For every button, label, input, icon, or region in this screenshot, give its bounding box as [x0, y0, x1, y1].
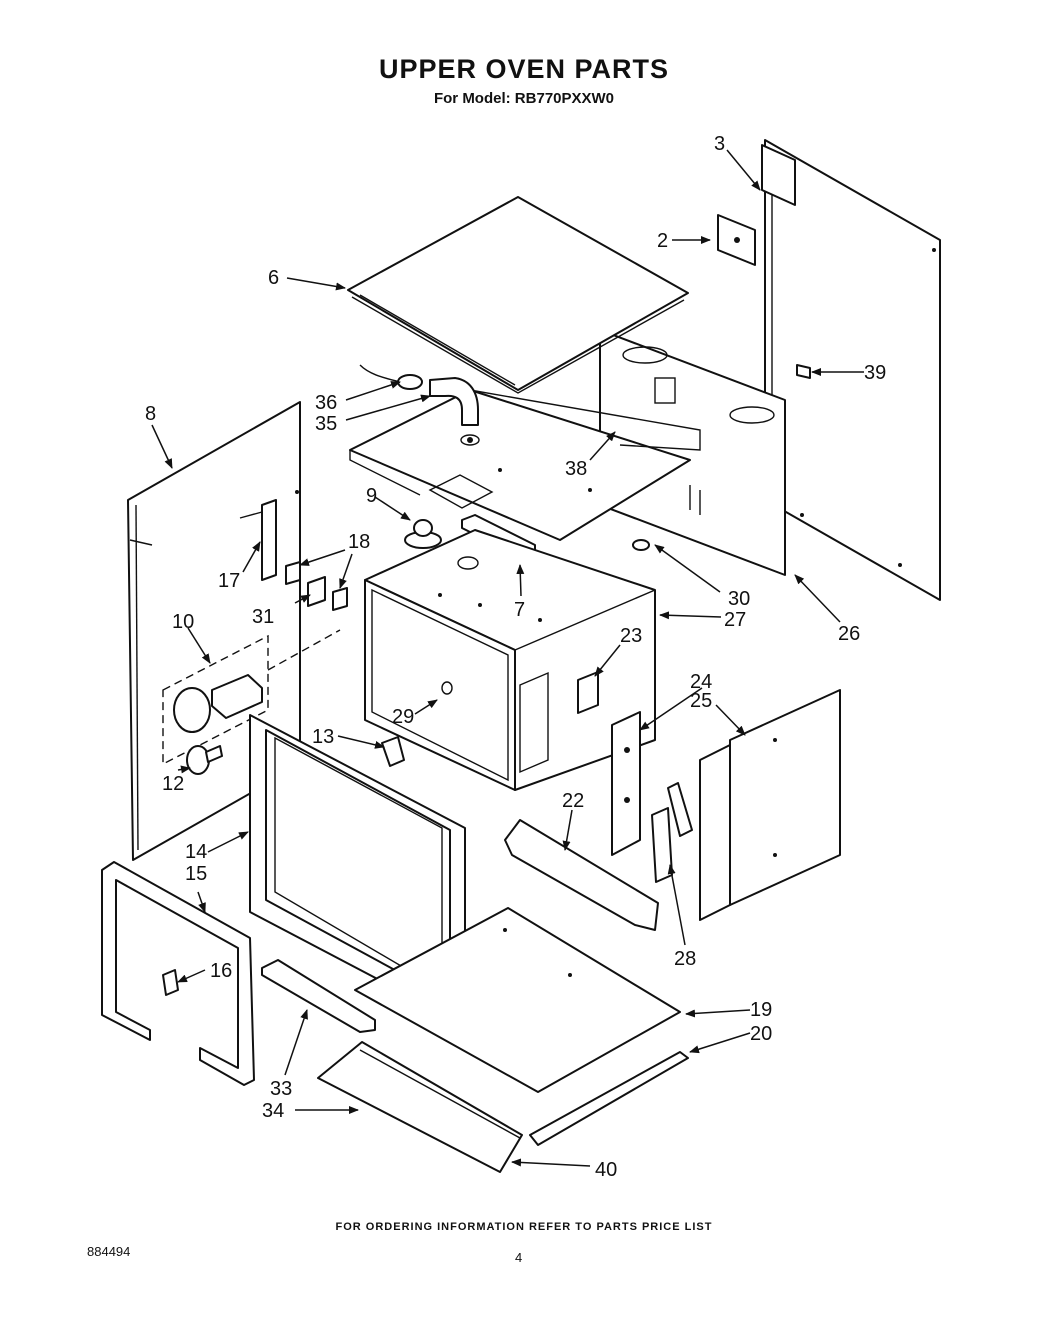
- hinge-28: [651, 782, 693, 883]
- callout-36: 36: [315, 392, 337, 414]
- clips-18: [285, 561, 348, 611]
- switch-31: [307, 576, 326, 607]
- top-panel: [347, 196, 689, 394]
- callout-8: 8: [145, 403, 156, 425]
- callout-29: 29: [392, 706, 414, 728]
- page-title: UPPER OVEN PARTS: [378, 54, 670, 84]
- callout-27: 27: [724, 609, 746, 631]
- callout-33: 33: [270, 1078, 292, 1100]
- bracket-2: [717, 214, 756, 266]
- callout-23: 23: [620, 625, 642, 647]
- bracket-3: [761, 144, 796, 206]
- callout-10: 10: [172, 611, 194, 633]
- callout-20: 20: [750, 1023, 772, 1045]
- callout-40: 40: [595, 1159, 617, 1181]
- bottom-panel: [354, 907, 681, 1093]
- callout-22: 22: [562, 790, 584, 812]
- model-subtitle: For Model: RB770PXXW0: [433, 90, 615, 107]
- bracket-17: [239, 499, 277, 581]
- plate-23: [577, 671, 599, 714]
- bracket-33: [261, 959, 376, 1033]
- page-number: 4: [515, 1250, 523, 1265]
- callout-labels: 3 2 6 39 36 35 38 8 9 18 17 7 30 27 26 3…: [145, 133, 886, 1181]
- callout-25: 25: [690, 690, 712, 712]
- bottom-trim-20: [529, 1051, 689, 1146]
- elbow-35-36: [359, 364, 480, 446]
- callout-7: 7: [514, 599, 525, 621]
- callout-31: 31: [252, 606, 274, 628]
- callout-3: 3: [714, 133, 725, 155]
- callout-19: 19: [750, 999, 772, 1021]
- oven-cavity: [364, 529, 656, 791]
- callout-16: 16: [210, 960, 232, 982]
- light-housing-10: [162, 629, 341, 766]
- callout-17: 17: [218, 570, 240, 592]
- side-cover-25: [699, 689, 841, 921]
- callout-15: 15: [185, 863, 207, 885]
- hinge-bracket-24: [611, 711, 641, 856]
- callout-28: 28: [674, 948, 696, 970]
- document-number: 884494: [87, 1244, 131, 1259]
- vent-9: [404, 519, 442, 549]
- callout-34: 34: [262, 1100, 284, 1122]
- callout-12: 12: [162, 773, 184, 795]
- callout-14: 14: [185, 841, 207, 863]
- grommet-30: [632, 539, 650, 551]
- callout-18: 18: [348, 531, 370, 553]
- callout-26: 26: [838, 623, 860, 645]
- callout-9: 9: [366, 485, 377, 507]
- gasket-15: [101, 861, 255, 1086]
- callout-30: 30: [728, 588, 750, 610]
- bulb-12: [186, 745, 223, 775]
- callout-35: 35: [315, 413, 337, 435]
- callout-2: 2: [657, 230, 668, 252]
- leader-lines: [129, 149, 864, 1167]
- callout-39: 39: [864, 362, 886, 384]
- brace-22: [504, 819, 659, 931]
- rear-panel: [764, 139, 941, 601]
- ordering-info-note: FOR ORDERING INFORMATION REFER TO PARTS …: [335, 1221, 713, 1233]
- top-shield: [349, 389, 701, 541]
- kick-panel: [317, 1041, 523, 1173]
- clip-16: [162, 969, 179, 996]
- clip-13: [381, 736, 405, 767]
- callout-38: 38: [565, 458, 587, 480]
- clip-39: [796, 364, 811, 379]
- callout-13: 13: [312, 726, 334, 748]
- callout-6: 6: [268, 267, 279, 289]
- callout-24: 24: [690, 671, 712, 693]
